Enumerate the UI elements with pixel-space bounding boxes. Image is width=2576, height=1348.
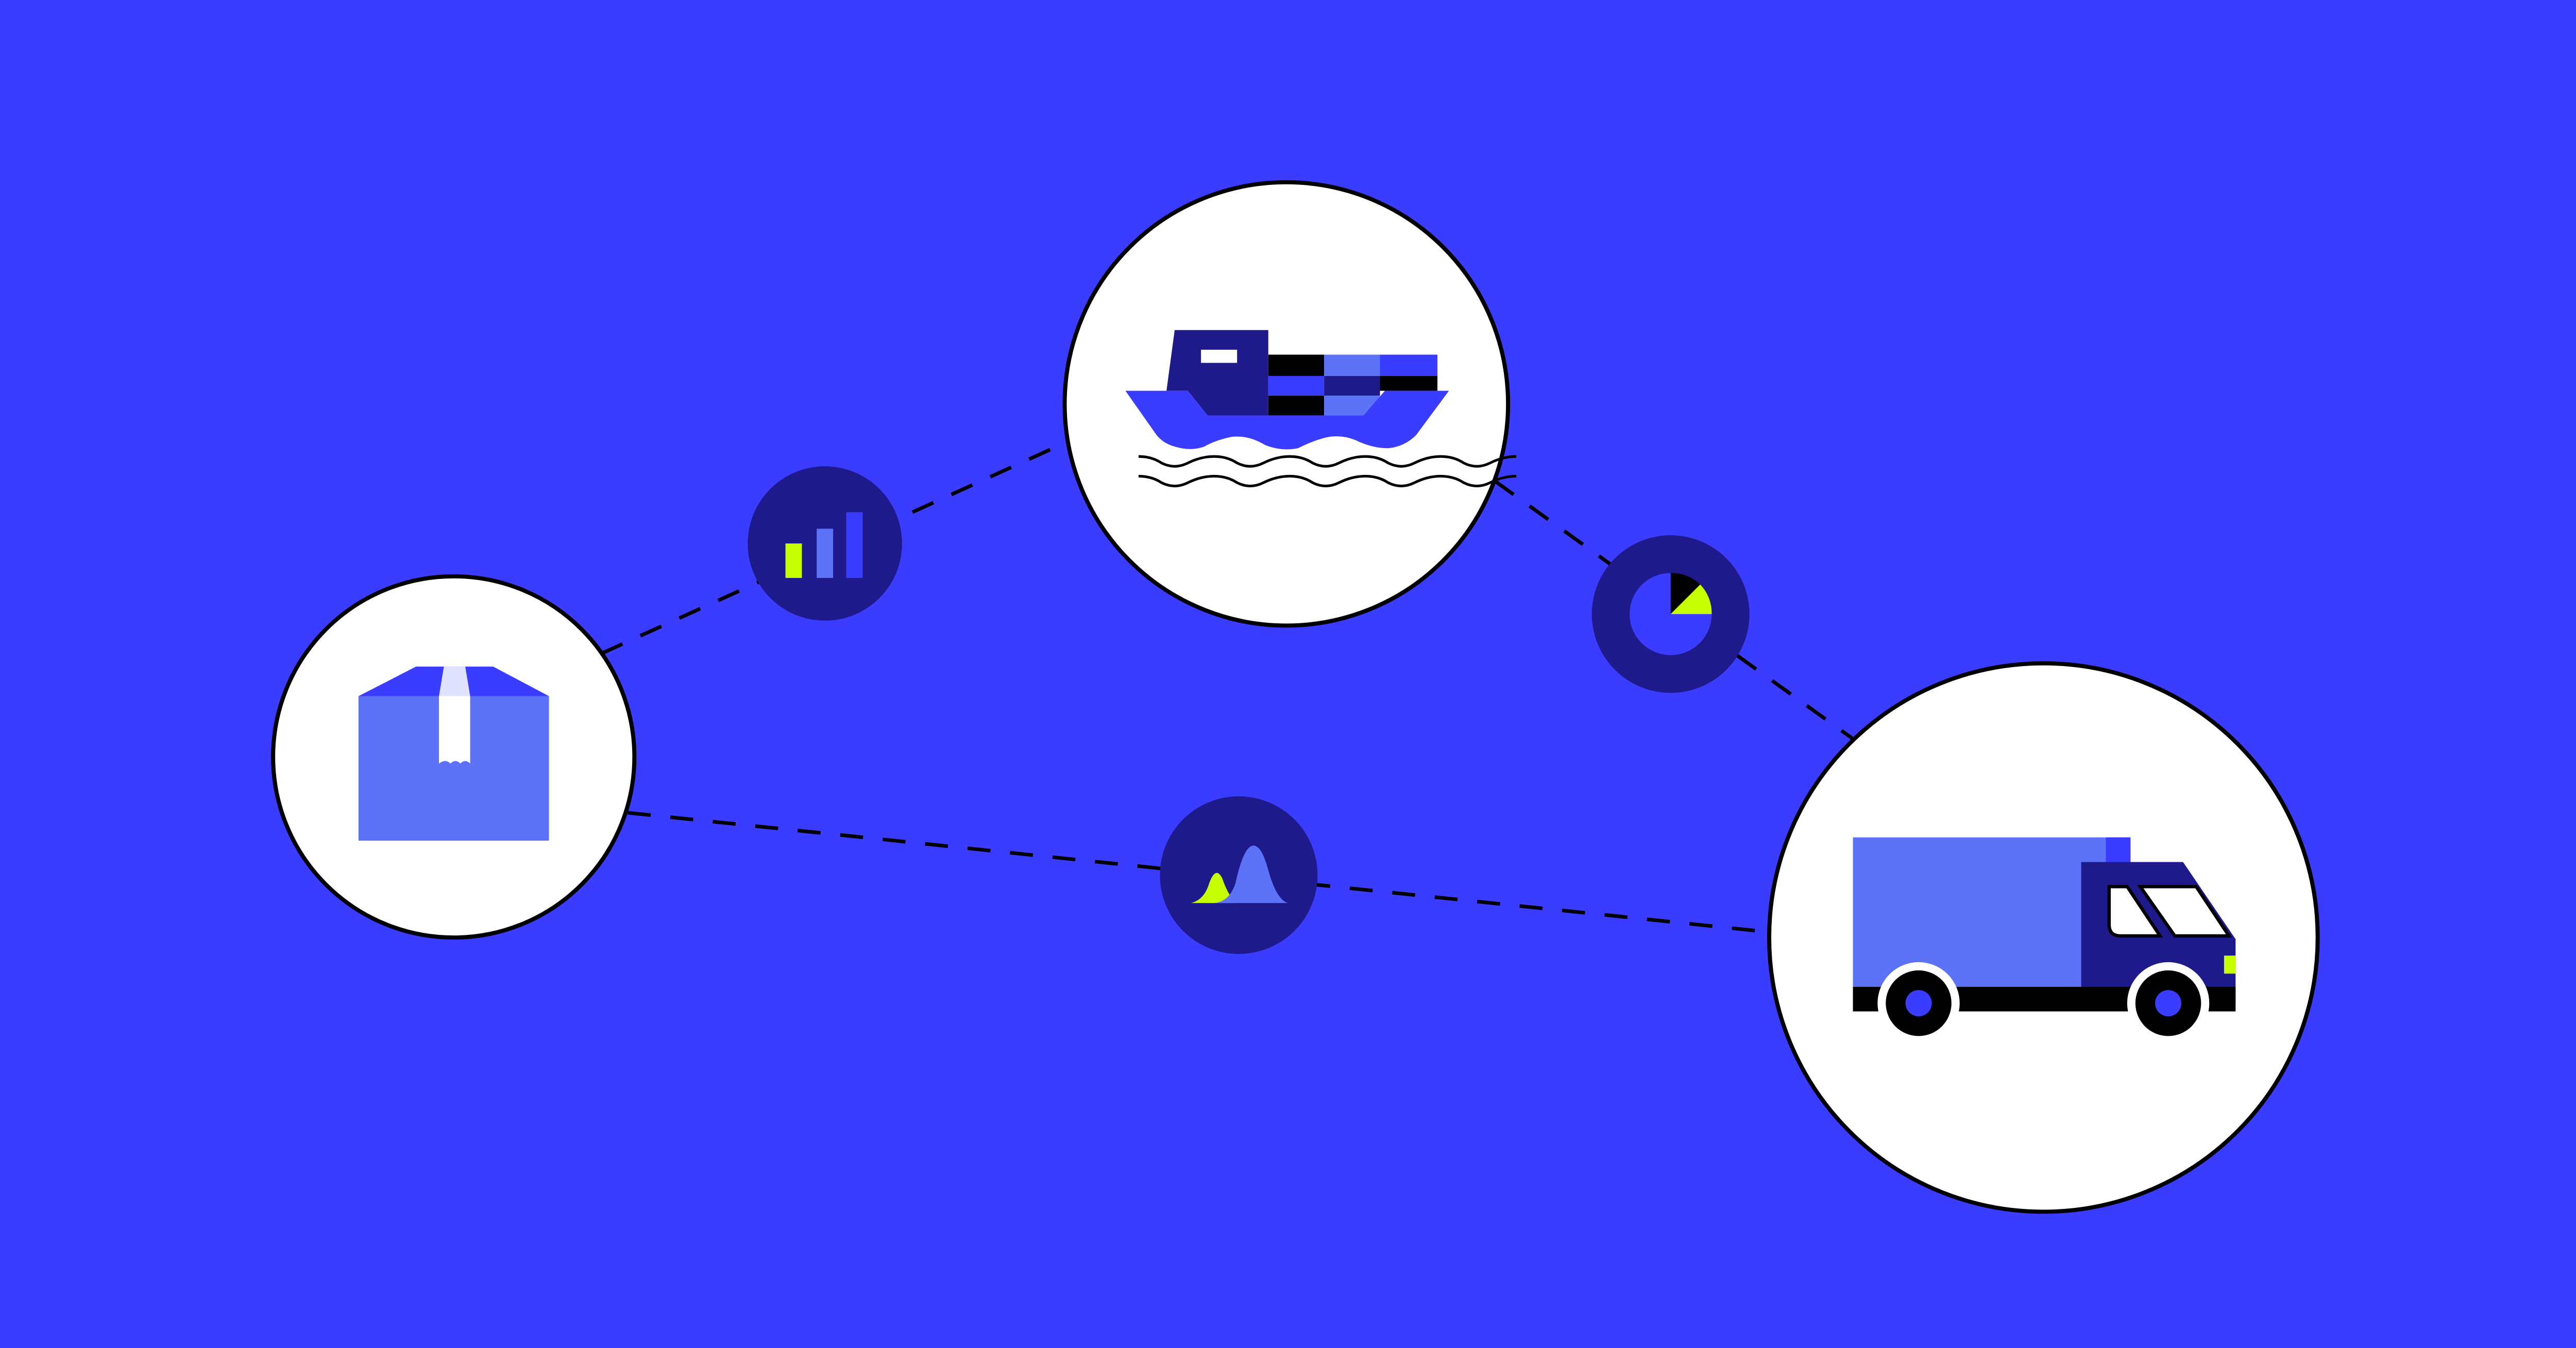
distribution-badge [1160,796,1318,954]
bar-chart-icon [785,512,863,578]
package-box-icon [358,667,549,841]
box-node [271,574,637,940]
ship-node [1062,180,1517,628]
bar-chart-badge [748,466,902,621]
pie-chart-badge [1591,535,1750,693]
distribution-curve-icon [1191,845,1288,903]
delivery-truck-icon [1853,837,2236,1045]
truck-node [1767,661,2320,1214]
pie-chart-icon [1630,573,1712,655]
cargo-ship-icon [1125,330,1517,488]
